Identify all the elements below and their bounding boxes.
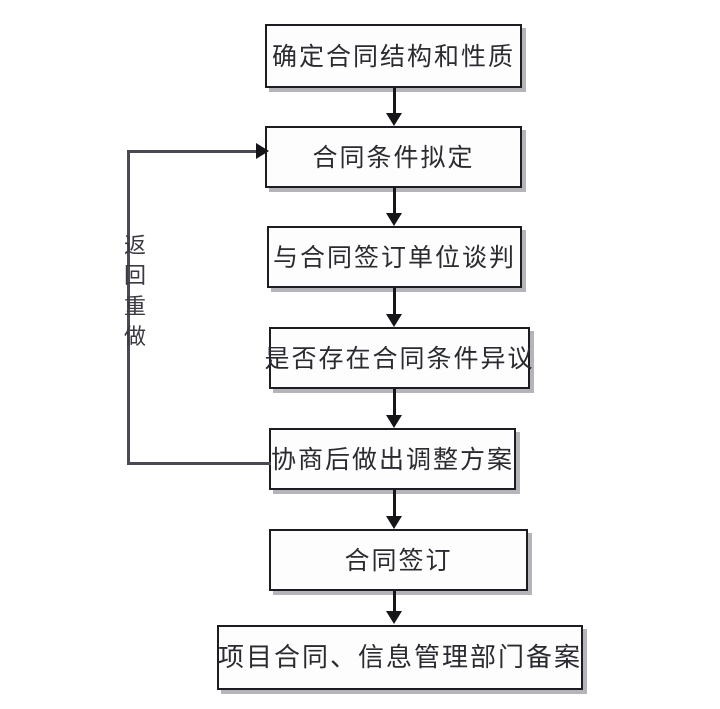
connector-n5-n6	[393, 490, 396, 517]
flow-node-label: 协商后做出调整方案	[271, 444, 515, 474]
arrowhead-n4-n5-icon	[386, 415, 402, 428]
flow-node-label: 确定合同结构和性质	[271, 41, 515, 71]
loop-segment-left	[127, 150, 130, 465]
arrowhead-loop-into-n2-icon	[256, 143, 269, 159]
loop-segment-bottom	[127, 462, 271, 465]
arrowhead-n3-n4-icon	[386, 314, 402, 327]
connector-n6-n7	[393, 591, 396, 612]
flow-node-label: 合同条件拟定	[312, 142, 475, 172]
flow-node-contract-signing[interactable]: 合同签订	[269, 529, 528, 591]
flow-node-label: 项目合同、信息管理部门备案	[218, 642, 583, 673]
arrowhead-n1-n2-icon	[386, 113, 402, 126]
flow-node-confirm-contract-structure[interactable]: 确定合同结构和性质	[265, 24, 522, 88]
flow-node-check-contract-objections[interactable]: 是否存在合同条件异议	[265, 327, 533, 389]
loop-label-char-3: 重	[123, 294, 146, 320]
loop-label-char-4: 做	[123, 325, 146, 351]
connector-n1-n2	[393, 88, 396, 114]
flow-node-adjustment-after-negotiation[interactable]: 协商后做出调整方案	[269, 428, 517, 490]
flow-node-label: 合同签订	[344, 545, 453, 575]
arrowhead-n6-n7-icon	[386, 611, 402, 624]
loop-label-char-1: 返	[123, 234, 146, 259]
loop-label-return-redo: 返 回 重 做	[118, 232, 152, 353]
flow-node-draft-contract-terms[interactable]: 合同条件拟定	[265, 126, 522, 188]
arrowhead-n5-n6-icon	[386, 516, 402, 529]
loop-segment-top	[127, 150, 261, 153]
connector-n2-n3	[393, 188, 396, 214]
flow-node-filing-with-info-management-dept[interactable]: 项目合同、信息管理部门备案	[217, 625, 583, 690]
flow-node-label: 与合同签订单位谈判	[272, 242, 516, 272]
arrowhead-n2-n3-icon	[386, 213, 402, 226]
connector-n4-n5	[393, 389, 396, 416]
flow-node-label: 是否存在合同条件异议	[264, 343, 535, 373]
loop-label-char-2: 回	[123, 264, 146, 290]
flow-node-negotiate-with-signing-party[interactable]: 与合同签订单位谈判	[267, 226, 522, 288]
connector-n3-n4	[393, 288, 396, 315]
